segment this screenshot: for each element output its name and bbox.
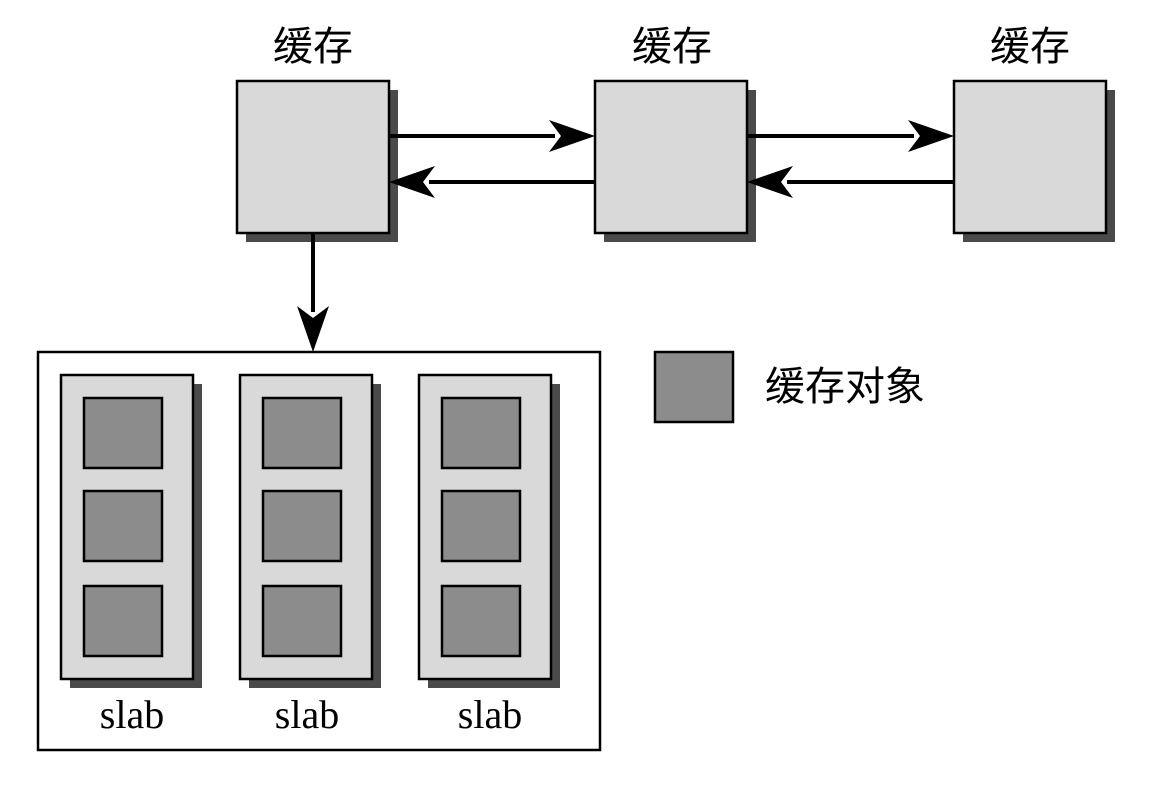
cache-object: [440, 489, 522, 563]
cache-node-box: [952, 79, 1108, 235]
cache-object: [261, 396, 343, 470]
cache-label: 缓存: [632, 24, 712, 70]
slab-3: slab: [417, 373, 560, 737]
cache-object: [82, 584, 164, 658]
legend-swatch: [653, 350, 735, 424]
legend: 缓存对象: [653, 350, 925, 424]
legend-label: 缓存对象: [765, 364, 925, 410]
arrow-cache1-to-slabs: [297, 233, 329, 352]
slab-1: slab: [59, 373, 202, 737]
arrow-cache1-to-cache2: [389, 120, 595, 152]
slab-2: slab: [238, 373, 381, 737]
cache-label: 缓存: [990, 24, 1070, 70]
slab-label: slab: [100, 692, 164, 737]
cache-object: [82, 489, 164, 563]
cache-object: [82, 396, 164, 470]
cache-object: [440, 396, 522, 470]
cache-node-2: 缓存: [593, 24, 756, 242]
arrow-cache3-to-cache2: [747, 166, 954, 198]
cache-object: [261, 584, 343, 658]
cache-label: 缓存: [273, 24, 353, 70]
cache-node-1: 缓存: [235, 24, 398, 242]
cache-node-box: [593, 79, 749, 235]
arrow-cache2-to-cache3: [747, 120, 954, 152]
cache-object: [440, 584, 522, 658]
cache-node-box: [235, 79, 391, 235]
slab-label: slab: [458, 692, 522, 737]
cache-node-3: 缓存: [952, 24, 1115, 242]
slab-label: slab: [275, 692, 339, 737]
arrow-cache2-to-cache1: [389, 166, 595, 198]
cache-object: [261, 489, 343, 563]
